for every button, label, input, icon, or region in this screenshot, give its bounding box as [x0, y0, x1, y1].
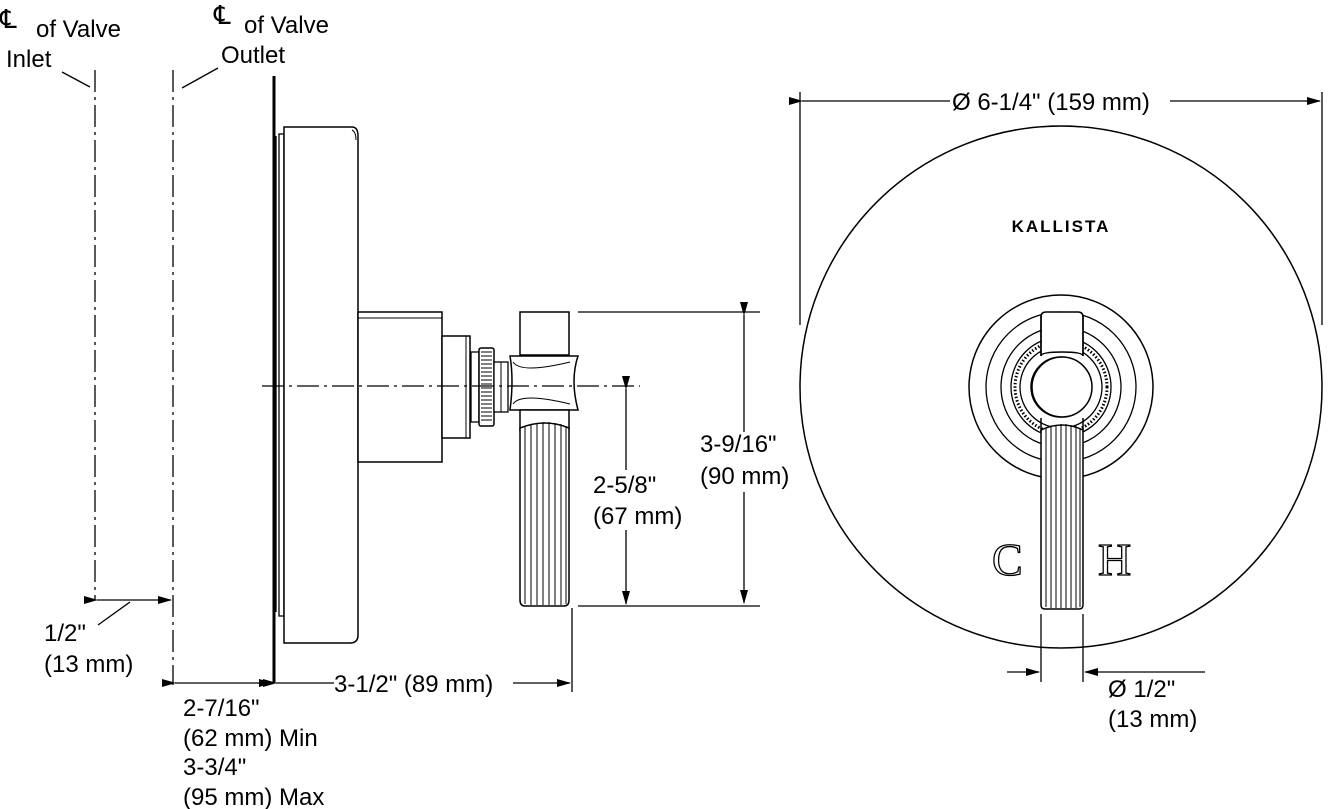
wall-max-line2: (95 mm) Max: [183, 784, 324, 809]
wall-min-line1: 2-7/16": [183, 695, 260, 722]
outlet-label-line2: Outlet: [221, 42, 285, 69]
outlet-label-line1: of Valve: [244, 12, 329, 39]
outlet-leader-line: [181, 67, 219, 89]
centerline-symbol-outlet: ℄: [213, 0, 231, 30]
knurled-nut: [470, 347, 509, 427]
outlet-centerline-label: ℄ of Valve Outlet: [213, 0, 329, 69]
offset-dim-line1: 1/2": [44, 620, 86, 647]
handle-dia-line1: Ø 1/2": [1108, 676, 1175, 703]
handle-drop-label-mask: [590, 470, 698, 530]
inlet-centerline-label: ℄ of Valve Inlet: [0, 4, 121, 73]
cold-indicator: C: [992, 534, 1023, 585]
handle-drop-dim-line1: 2-5/8": [593, 472, 656, 499]
lever-handle-front-view: [1031, 311, 1093, 610]
handle-height-label-mask: [698, 432, 802, 492]
offset-leader-line: [97, 601, 131, 626]
wall-min-line2: (62 mm) Min: [183, 725, 318, 752]
offset-dim-line2: (13 mm): [44, 651, 133, 678]
projection-dim-label: 3-1/2" (89 mm): [334, 671, 493, 698]
handle-height-dim-line1: 3-9/16": [700, 431, 777, 458]
escutcheon-side-view: [275, 126, 359, 644]
centerline-symbol-inlet: ℄: [0, 4, 17, 34]
inlet-label-line2: Inlet: [6, 46, 52, 73]
hot-indicator: H: [1098, 534, 1131, 585]
plate-diameter-label: Ø 6-1/4" (159 mm): [952, 89, 1150, 116]
inlet-label-line1: of Valve: [36, 16, 121, 43]
valve-bonnet: [357, 311, 471, 463]
wall-max-line1: 3-3/4": [183, 754, 246, 781]
lever-handle-side-view: [509, 311, 580, 607]
handle-drop-dim-line2: (67 mm): [593, 503, 682, 530]
inlet-leader-line: [61, 71, 91, 88]
handle-dia-line2: (13 mm): [1108, 706, 1197, 733]
handle-height-dim-line2: (90 mm): [700, 463, 789, 490]
brand-logo: KALLISTA: [1012, 217, 1111, 236]
